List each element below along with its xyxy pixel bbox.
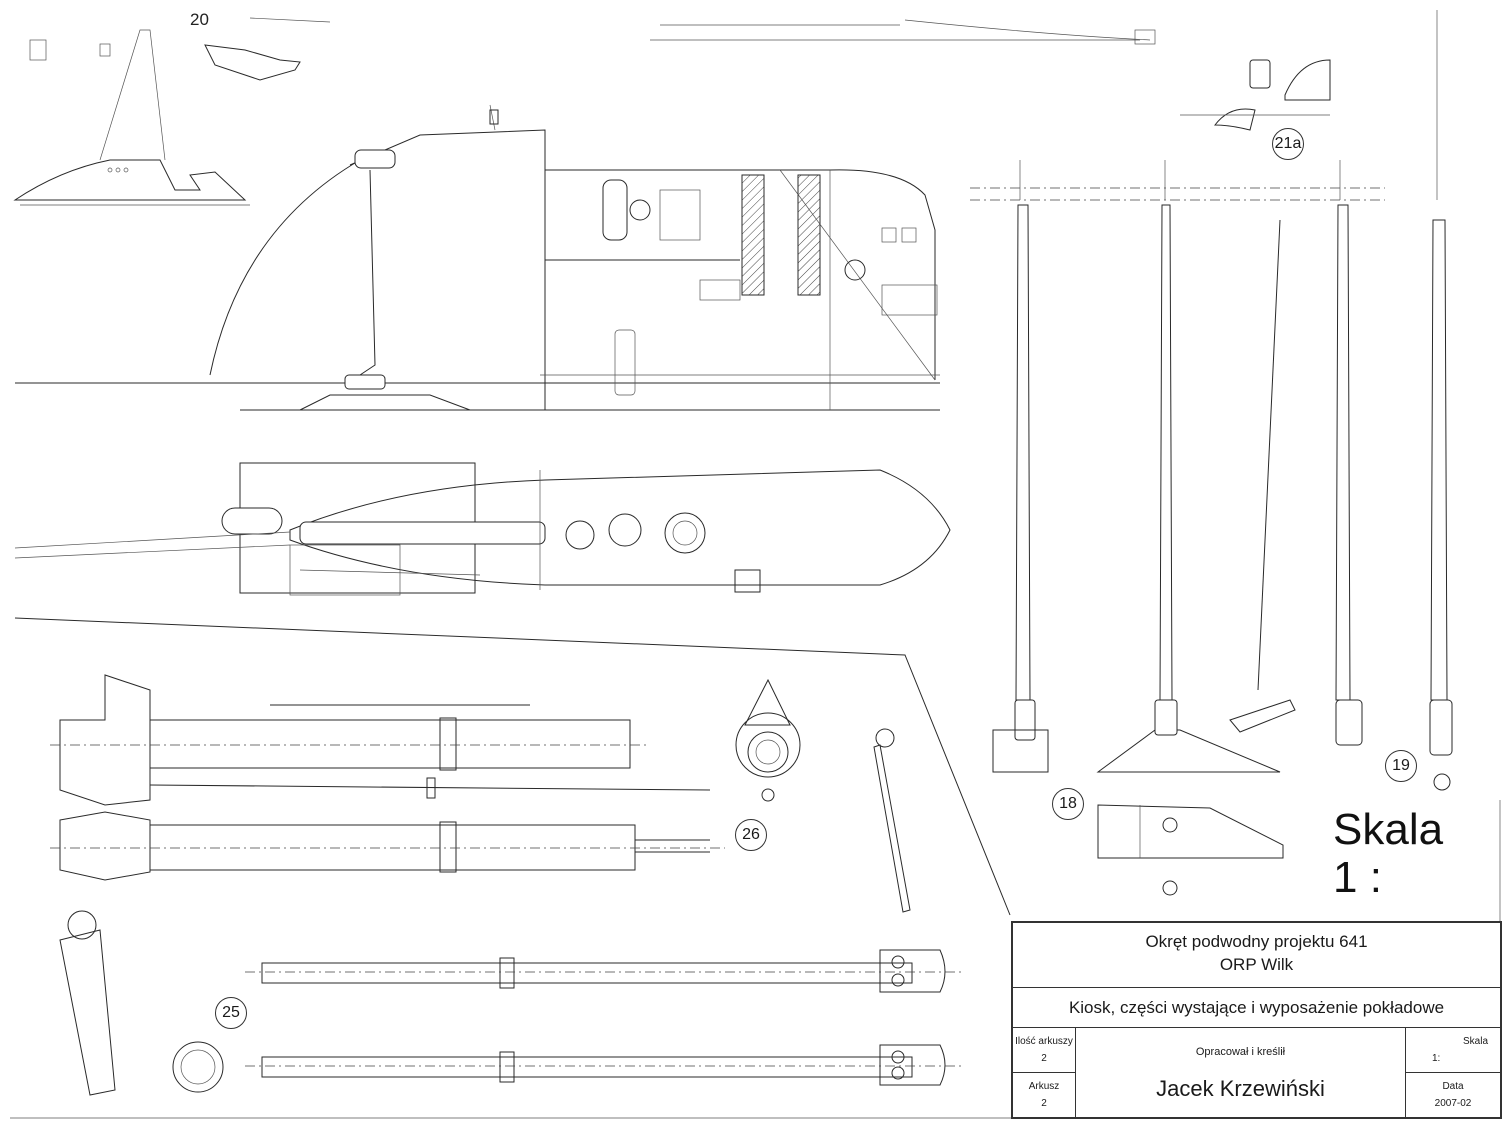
sheet-count-label: Ilość arkuszy [1015, 1036, 1073, 1047]
scale-callout-word: Skala [1333, 805, 1444, 854]
sheet-count-value: 2 [1041, 1053, 1047, 1064]
kiosk-side-elevation [15, 104, 940, 411]
project-name: Okręt podwodny projektu 641 [1145, 932, 1368, 951]
author-name: Jacek Krzewiński [1156, 1076, 1325, 1101]
scale-value: 1: [1432, 1053, 1441, 1064]
sheet-count-cell: Ilość arkuszy 2 [1012, 1027, 1076, 1073]
title-block: Okręt podwodny projektu 641 ORP Wilk Kio… [1011, 921, 1502, 1119]
label-part-25: 25 [215, 997, 247, 1029]
label-part-26: 26 [735, 819, 767, 851]
label-part-18: 18 [1052, 788, 1084, 820]
part-26-assembly [14, 617, 1011, 916]
author-cell: Opracował i kreślił Jacek Krzewiński [1075, 1027, 1406, 1118]
part-25-rods [59, 910, 965, 1096]
ship-name: ORP Wilk [1219, 955, 1294, 974]
scale-label: Skala [1462, 1036, 1488, 1047]
part-18-fin [1097, 804, 1284, 896]
scale-callout: Skala 1 : [1333, 806, 1443, 902]
top-partial-outline [650, 19, 1156, 45]
sheet-label: Arkusz [1028, 1081, 1060, 1092]
sheet-cell: Arkusz 2 [1012, 1072, 1076, 1118]
mast-group-18-19 [970, 10, 1453, 791]
date-label: Data [1442, 1081, 1464, 1092]
part-20-sketch [13, 17, 331, 206]
drawn-by-label: Opracował i kreślił [1195, 1046, 1286, 1058]
navigation-lamp-details [735, 678, 911, 913]
sheet-value: 2 [1041, 1098, 1047, 1109]
date-value: 2007-02 [1434, 1098, 1472, 1109]
title-block-project-row: Okręt podwodny projektu 641 ORP Wilk [1012, 922, 1501, 988]
scale-callout-ratio: 1 : [1333, 853, 1382, 902]
label-part-20: 20 [190, 10, 209, 29]
sheet-title: Kiosk, części wystające i wyposażenie po… [1068, 998, 1445, 1017]
label-part-19: 19 [1385, 750, 1417, 782]
scale-cell: Skala 1: [1405, 1027, 1501, 1073]
label-part-21a: 21a [1272, 128, 1304, 160]
part-21a-detail [1180, 59, 1331, 131]
date-cell: Data 2007-02 [1405, 1072, 1501, 1118]
kiosk-plan-view [14, 462, 951, 596]
title-block-sheet-title-row: Kiosk, części wystające i wyposażenie po… [1012, 987, 1501, 1028]
